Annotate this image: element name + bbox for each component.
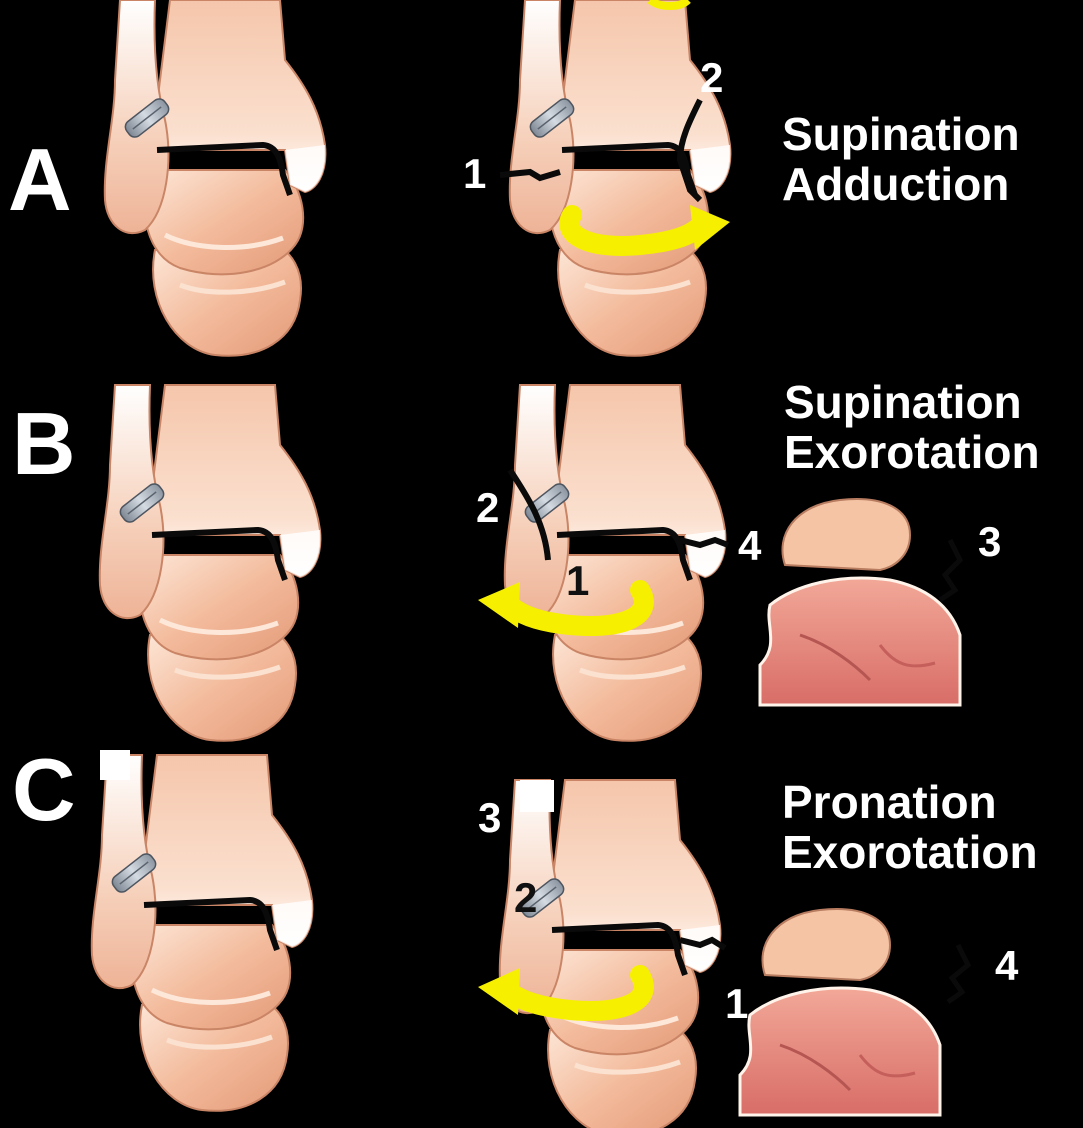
stage-label-c1: 1	[725, 980, 748, 1027]
ankle-normal-a	[105, 0, 326, 356]
ankle-injured-b	[478, 385, 728, 741]
posterior-view-b	[760, 499, 960, 705]
fibula-fragment-c-injured	[520, 780, 554, 812]
mechanism-title-c-line1: Pronation	[782, 776, 997, 828]
stage-label-c3: 3	[478, 794, 501, 841]
row-a: A 1 2 Supination Adduction	[8, 0, 1020, 356]
row-c: C 3 2 1 4 Pronation Exorotation	[12, 740, 1038, 1128]
stage-label-b2: 2	[476, 484, 499, 531]
stage-label-c2: 2	[514, 874, 537, 921]
mechanism-title-a-line1: Supination	[782, 108, 1020, 160]
stage-label-b3: 3	[978, 518, 1001, 565]
posterior-view-c	[740, 909, 968, 1115]
fracture-line-b-medial	[680, 540, 728, 545]
stage-label-b1: 1	[566, 557, 589, 604]
stage-label-a2: 2	[700, 54, 723, 101]
mechanism-title-c-line2: Exorotation	[782, 826, 1038, 878]
row-letter-b: B	[12, 394, 76, 493]
ankle-injured-a	[500, 0, 730, 356]
row-b: B 2 1 4 3 Supination Exorotation	[12, 376, 1040, 741]
row-letter-c: C	[12, 740, 76, 839]
mechanism-title-a-line2: Adduction	[782, 158, 1009, 210]
ankle-injured-c	[478, 780, 725, 1128]
mechanism-title-b-line2: Exorotation	[784, 426, 1040, 478]
fracture-line-c-posterior	[948, 945, 968, 1002]
fibula-fragment-c	[100, 750, 130, 780]
ankle-normal-c	[92, 750, 313, 1111]
stage-label-a1: 1	[463, 150, 486, 197]
fracture-line-b-posterior	[940, 540, 960, 600]
stage-label-b4: 4	[738, 522, 762, 569]
stage-label-c4: 4	[995, 942, 1019, 989]
mechanism-title-b-line1: Supination	[784, 376, 1022, 428]
row-letter-a: A	[8, 130, 72, 229]
ankle-normal-b	[100, 385, 321, 741]
